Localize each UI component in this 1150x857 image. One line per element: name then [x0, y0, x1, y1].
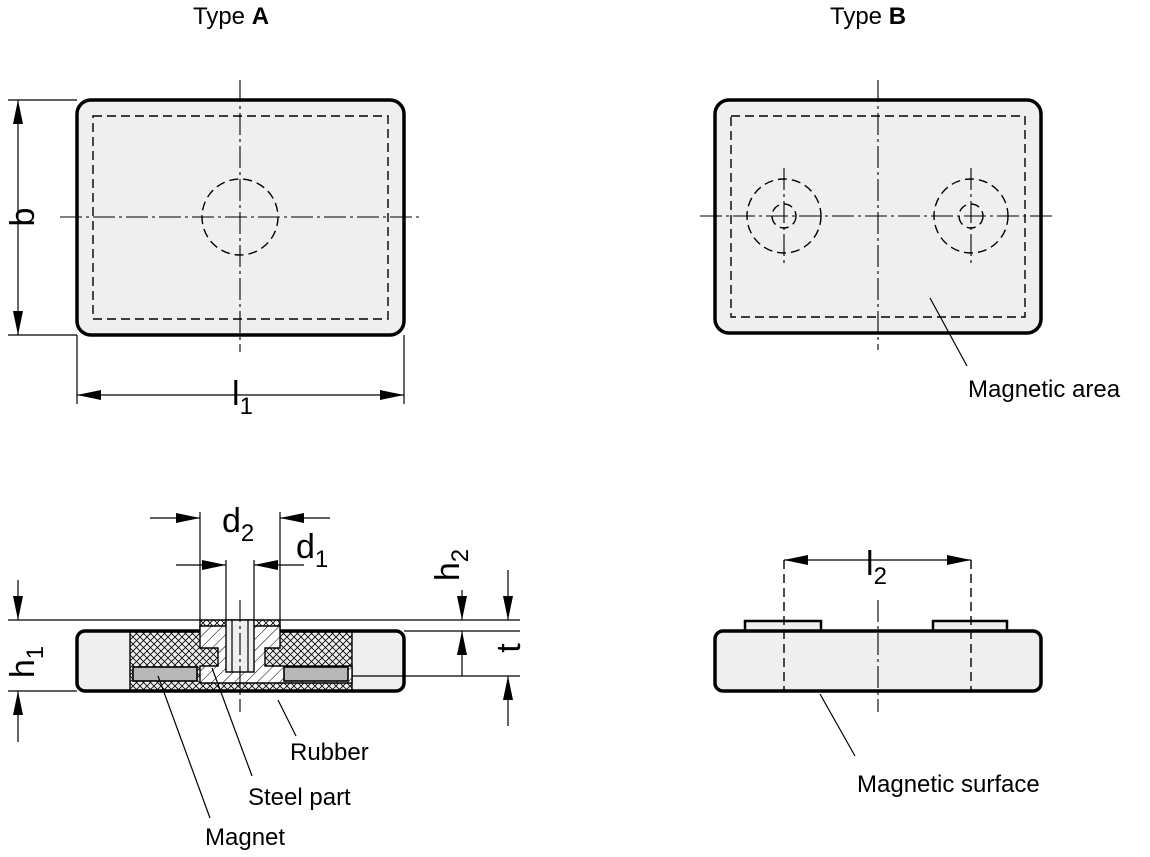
dimension-d1: d1	[176, 528, 328, 620]
magnetic-surface-label: Magnetic surface	[857, 771, 1040, 798]
dimension-t: t	[352, 570, 528, 726]
dim-h2-label: h2	[429, 549, 474, 581]
dim-l1-label: l1	[232, 375, 253, 420]
dimension-h2: h2	[280, 549, 520, 676]
dimension-l1: l1	[76, 335, 405, 420]
rubber-label: Rubber	[290, 739, 369, 766]
magnetic-surface-callout: Magnetic surface	[819, 693, 1040, 798]
steel-part-callout: Steel part	[211, 667, 351, 811]
dimension-l2: l2	[784, 545, 971, 590]
dimension-b: b	[4, 99, 77, 336]
type-b-title: Type B	[830, 3, 906, 30]
rubber-callout: Rubber	[277, 699, 369, 766]
type-b-side-view	[713, 560, 1043, 712]
type-b-top-view	[700, 80, 1056, 350]
type-a-top-view	[60, 80, 420, 352]
dim-d1-label: d1	[296, 528, 328, 573]
dim-t-label: t	[490, 643, 528, 653]
magnetic-area-callout: Magnetic area	[929, 297, 1121, 403]
magnetic-area-label: Magnetic area	[968, 376, 1121, 403]
dim-l2-label: l2	[866, 545, 887, 590]
magnet-label: Magnet	[205, 824, 285, 851]
dim-b-label: b	[4, 208, 42, 227]
type-a-section-view	[75, 600, 406, 712]
dimension-h1: h1	[4, 580, 200, 742]
magnet-callout: Magnet	[157, 675, 285, 851]
type-a-title: Type A	[193, 3, 269, 30]
dimension-d2: d2	[150, 502, 330, 620]
steel-part-label: Steel part	[248, 784, 351, 811]
dim-h1-label: h1	[4, 646, 49, 678]
dim-d2-label: d2	[222, 502, 254, 547]
